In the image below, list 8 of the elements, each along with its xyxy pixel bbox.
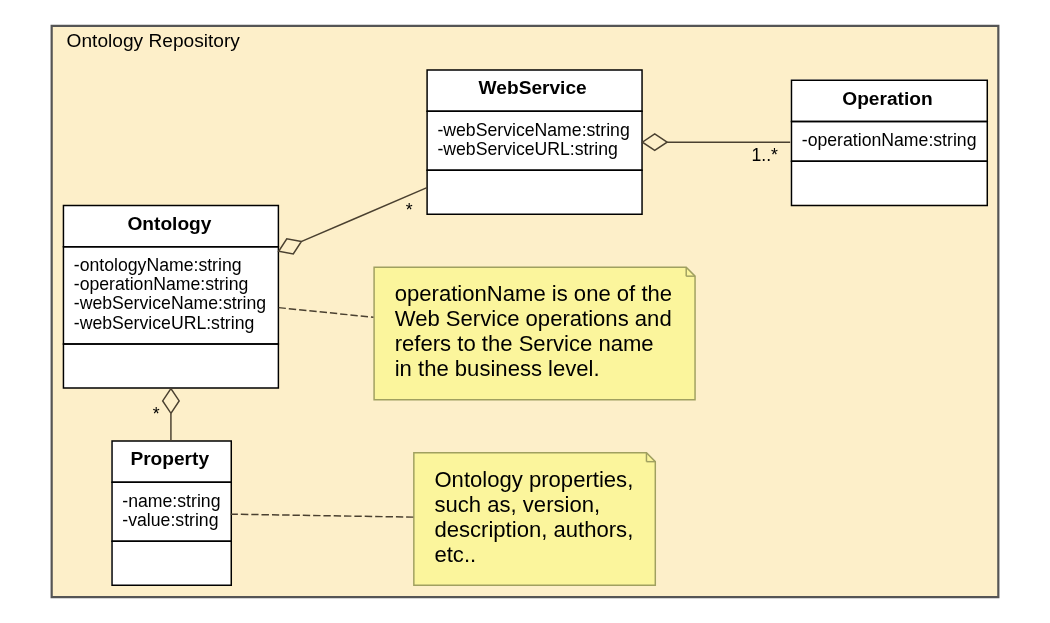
connector — [161, 387, 181, 442]
edge-label: 1..* — [751, 145, 778, 166]
edge-label: * — [152, 403, 160, 424]
edge-label: * — [405, 199, 413, 220]
connector — [277, 186, 428, 255]
connector — [230, 513, 415, 518]
connector — [277, 306, 375, 319]
connector — [641, 133, 791, 152]
